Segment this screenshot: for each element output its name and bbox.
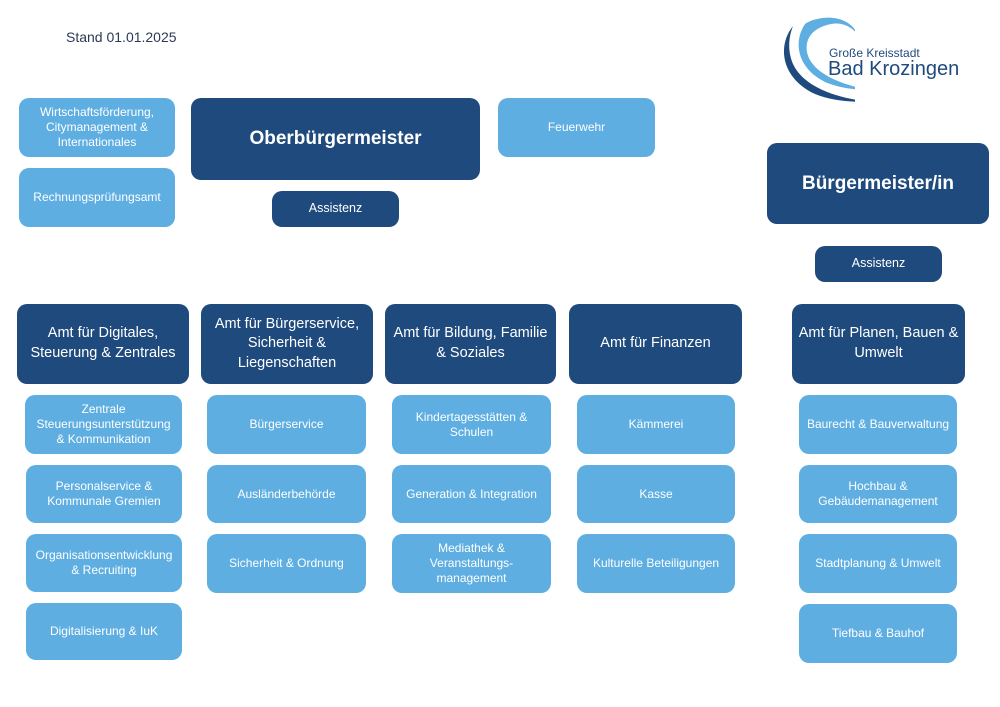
unit-box[interactable]: Digitalisierung & IuK — [26, 603, 182, 660]
unit-box[interactable]: Ausländerbehörde — [207, 465, 366, 523]
unit-box[interactable]: Zentrale Steuerungsunterstützung & Kommu… — [25, 395, 182, 454]
logo-line1: Große Kreisstadt — [829, 46, 920, 60]
unit-box[interactable]: Kasse — [577, 465, 735, 523]
oberbuergermeister-box[interactable]: Oberbürgermeister — [191, 98, 480, 180]
amt-buergerservice[interactable]: Amt für Bürgerservice, Sicherheit & Lieg… — [201, 304, 373, 384]
amt-planen[interactable]: Amt für Planen, Bauen & Umwelt — [792, 304, 965, 384]
unit-box[interactable]: Tiefbau & Bauhof — [799, 604, 957, 663]
unit-box[interactable]: Organisationsentwicklung & Recruiting — [26, 534, 182, 592]
unit-box[interactable]: Baurecht & Bauverwaltung — [799, 395, 957, 454]
staff-rechnungspruefungsamt[interactable]: Rechnungsprüfungsamt — [19, 168, 175, 227]
staff-wirtschaftsfoerderung[interactable]: Wirtschaftsförderung, Citymanagement & I… — [19, 98, 175, 157]
unit-box[interactable]: Hochbau & Gebäudemanagement — [799, 465, 957, 523]
stand-date: Stand 01.01.2025 — [66, 29, 177, 45]
unit-box[interactable]: Kämmerei — [577, 395, 735, 454]
logo-line2: Bad Krozingen — [828, 58, 960, 80]
unit-box[interactable]: Kulturelle Beteiligungen — [577, 534, 735, 593]
unit-box[interactable]: Sicherheit & Ordnung — [207, 534, 366, 593]
unit-box[interactable]: Stadtplanung & Umwelt — [799, 534, 957, 593]
unit-box[interactable]: Generation & Integration — [392, 465, 551, 523]
feuerwehr-box[interactable]: Feuerwehr — [498, 98, 655, 157]
city-logo: Große Kreisstadt Bad Krozingen — [775, 16, 975, 108]
unit-box[interactable]: Bürgerservice — [207, 395, 366, 454]
unit-box[interactable]: Mediathek & Veranstaltungs-management — [392, 534, 551, 593]
amt-finanzen[interactable]: Amt für Finanzen — [569, 304, 742, 384]
amt-digitales[interactable]: Amt für Digitales, Steuerung & Zentrales — [17, 304, 189, 384]
unit-box[interactable]: Personalservice & Kommunale Gremien — [26, 465, 182, 523]
unit-box[interactable]: Kindertagesstätten & Schulen — [392, 395, 551, 454]
wave-logo-icon — [784, 17, 855, 102]
buergermeister-box[interactable]: Bürgermeister/in — [767, 143, 989, 224]
ob-assistenz-box[interactable]: Assistenz — [272, 191, 399, 227]
bm-assistenz-box[interactable]: Assistenz — [815, 246, 942, 282]
amt-bildung[interactable]: Amt für Bildung, Familie & Soziales — [385, 304, 556, 384]
